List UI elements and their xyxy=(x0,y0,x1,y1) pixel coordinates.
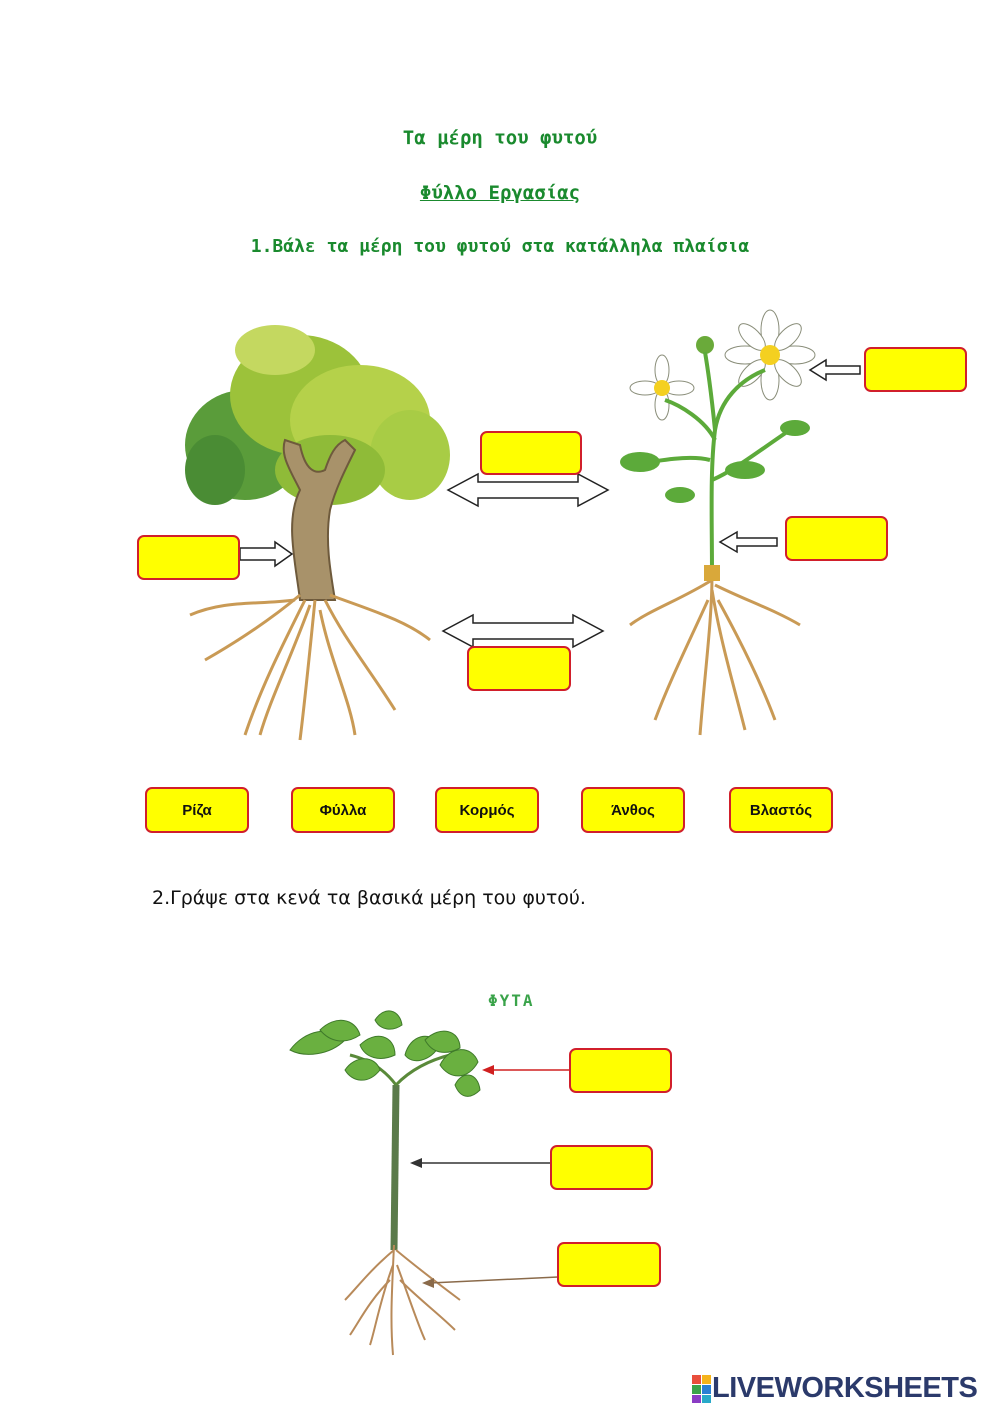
liveworksheets-logo: LIVEWORKSHEETS xyxy=(692,1372,978,1405)
arrows-section2 xyxy=(410,1065,570,1288)
drop-box-trunk[interactable] xyxy=(137,535,240,580)
page-title: Τα μέρη του φυτού xyxy=(402,127,598,149)
input-box-roots[interactable] xyxy=(557,1242,661,1287)
word-fylla[interactable]: Φύλλα xyxy=(291,787,395,833)
drop-box-roots[interactable] xyxy=(467,646,571,691)
plant-label: ΦΥΤΑ xyxy=(488,991,535,1010)
tree-image xyxy=(185,325,450,741)
word-anthos[interactable]: Άνθος xyxy=(581,787,685,833)
word-vlastos[interactable]: Βλαστός xyxy=(729,787,833,833)
arrows-section1 xyxy=(239,358,861,649)
worksheet-subtitle: Φύλλο Εργασίας xyxy=(419,182,581,204)
question-2: 2.Γράψε στα κενά τα βασικά μέρη του φυτο… xyxy=(152,887,586,909)
logo-icon xyxy=(692,1374,711,1403)
input-box-leaves[interactable] xyxy=(569,1048,672,1093)
drop-box-leaves[interactable] xyxy=(480,431,582,475)
plant-image xyxy=(289,1010,481,1356)
input-box-stem[interactable] xyxy=(550,1145,653,1190)
drop-box-stem[interactable] xyxy=(785,516,888,561)
word-riza[interactable]: Ρίζα xyxy=(145,787,249,833)
logo-text: LIVEWORKSHEETS xyxy=(712,1372,978,1404)
drop-box-flower[interactable] xyxy=(864,347,967,392)
flower-image xyxy=(620,309,816,736)
word-kormos[interactable]: Κορμός xyxy=(435,787,539,833)
question-1: 1.Βάλε τα μέρη του φυτού στα κατάλληλα π… xyxy=(250,236,750,257)
